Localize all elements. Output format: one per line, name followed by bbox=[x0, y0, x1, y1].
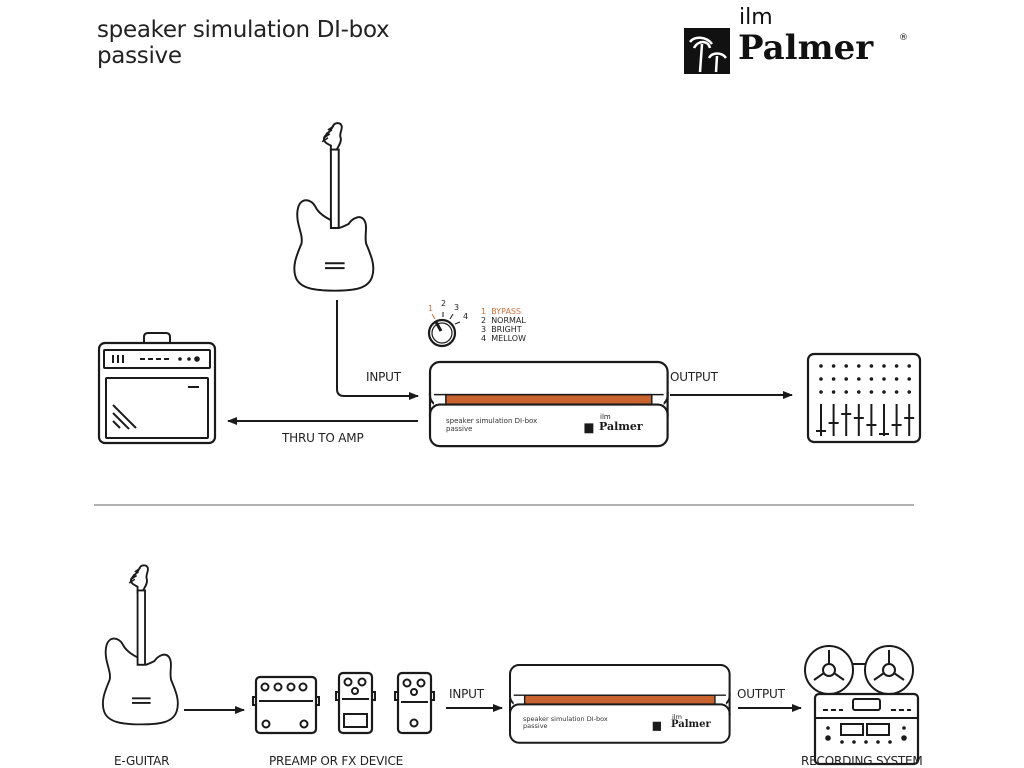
mode-item-mellow: 4 MELLOW bbox=[481, 334, 526, 343]
knob-position-1: 1 bbox=[428, 304, 434, 313]
mixer-knob-dot bbox=[894, 377, 899, 381]
recording-system-label: RECORDING SYSTEM bbox=[801, 754, 923, 768]
mixer-knob-dot bbox=[882, 390, 886, 394]
knob-mode-list: 1 BYPASS 2 NORMAL 3 BRIGHT 4 MELLOW bbox=[481, 307, 526, 343]
guitar-amp-icon bbox=[97, 332, 217, 445]
mixer-knob-dot bbox=[894, 364, 899, 368]
input-label: INPUT bbox=[366, 370, 401, 384]
dibox-bottom-brand-prefix: ilm bbox=[672, 713, 682, 721]
brand-registered: ® bbox=[899, 33, 908, 43]
mixer-knob-dot bbox=[869, 390, 874, 394]
dibox-bottom-line2: passive bbox=[523, 722, 548, 730]
dibox-top-brand-name: Palmer bbox=[599, 420, 643, 433]
title-line-2: passive bbox=[97, 43, 182, 69]
knob-position-2: 2 bbox=[441, 299, 447, 308]
dibox-bottom-brand-name: Palmer bbox=[671, 719, 711, 730]
bottom-input-label: INPUT bbox=[449, 687, 484, 701]
mixer-knob-dot bbox=[882, 377, 886, 381]
effect-pedals-icon bbox=[252, 671, 435, 735]
mixer-knob-dot bbox=[819, 364, 823, 368]
palmer-logo-icon bbox=[684, 28, 730, 74]
mode-item-normal: 2 NORMAL bbox=[481, 316, 526, 325]
electric-guitar-icon bbox=[293, 122, 375, 292]
brand-prefix: ilm bbox=[739, 5, 773, 30]
thru-to-amp-label: THRU TO AMP bbox=[282, 431, 364, 445]
mixer-knob-dot bbox=[894, 390, 899, 394]
mixer-knob-dot bbox=[857, 377, 861, 381]
mode-item-bypass: 1 BYPASS bbox=[481, 307, 522, 316]
mixer-knob-dot bbox=[844, 390, 848, 394]
reel-to-reel-recorder-icon bbox=[804, 645, 920, 766]
dibox-top-brand-prefix: ilm bbox=[600, 413, 611, 421]
mixer-knob-dot bbox=[831, 377, 836, 381]
knob-position-3: 3 bbox=[454, 303, 460, 312]
mixer-knob-dot bbox=[907, 390, 911, 394]
mixer-knob-dot bbox=[907, 377, 911, 381]
mixer-knob-dot bbox=[844, 364, 848, 368]
dibox-bottom-line1: speaker simulation DI-box bbox=[523, 715, 608, 723]
bottom-output-label: OUTPUT bbox=[737, 687, 785, 701]
mixer-knob-dot bbox=[831, 364, 836, 368]
mixer-knob-dot bbox=[869, 364, 874, 368]
mixer-knob-dot bbox=[819, 377, 823, 381]
mixer-knob-dot bbox=[857, 364, 861, 368]
electric-guitar-icon bbox=[101, 564, 179, 726]
mixer-knob-dot bbox=[857, 390, 861, 394]
mixer-knob-dot bbox=[831, 390, 836, 394]
e-guitar-label: E-GUITAR bbox=[114, 754, 170, 768]
preamp-fx-label: PREAMP OR FX DEVICE bbox=[269, 754, 404, 768]
brand-name: Palmer bbox=[738, 28, 874, 68]
mixer-knob-dot bbox=[869, 377, 874, 381]
mixing-console-icon bbox=[806, 352, 922, 444]
mixer-knob-dot bbox=[819, 390, 823, 394]
dibox-top-line2: passive bbox=[446, 425, 473, 433]
page-title: speaker simulation DI-box passive bbox=[97, 17, 390, 69]
mixer-knob-dot bbox=[907, 364, 911, 368]
dibox-top-line1: speaker simulation DI-box bbox=[446, 417, 538, 425]
di-box-bottom-icon bbox=[508, 663, 731, 744]
dibox-bottom-label: speaker simulation DI-box passive bbox=[523, 716, 608, 730]
mode-item-bright: 3 BRIGHT bbox=[481, 325, 522, 334]
mode-knob-icon[interactable] bbox=[427, 312, 461, 348]
title-line-1: speaker simulation DI-box bbox=[97, 17, 390, 43]
di-box-top-icon bbox=[428, 360, 669, 448]
dibox-top-label: speaker simulation DI-box passive bbox=[446, 417, 537, 433]
knob-position-4: 4 bbox=[463, 312, 469, 321]
mixer-knob-dot bbox=[882, 364, 886, 368]
mixer-knob-dot bbox=[844, 377, 848, 381]
input-wire bbox=[336, 300, 419, 400]
output-label: OUTPUT bbox=[670, 370, 718, 384]
